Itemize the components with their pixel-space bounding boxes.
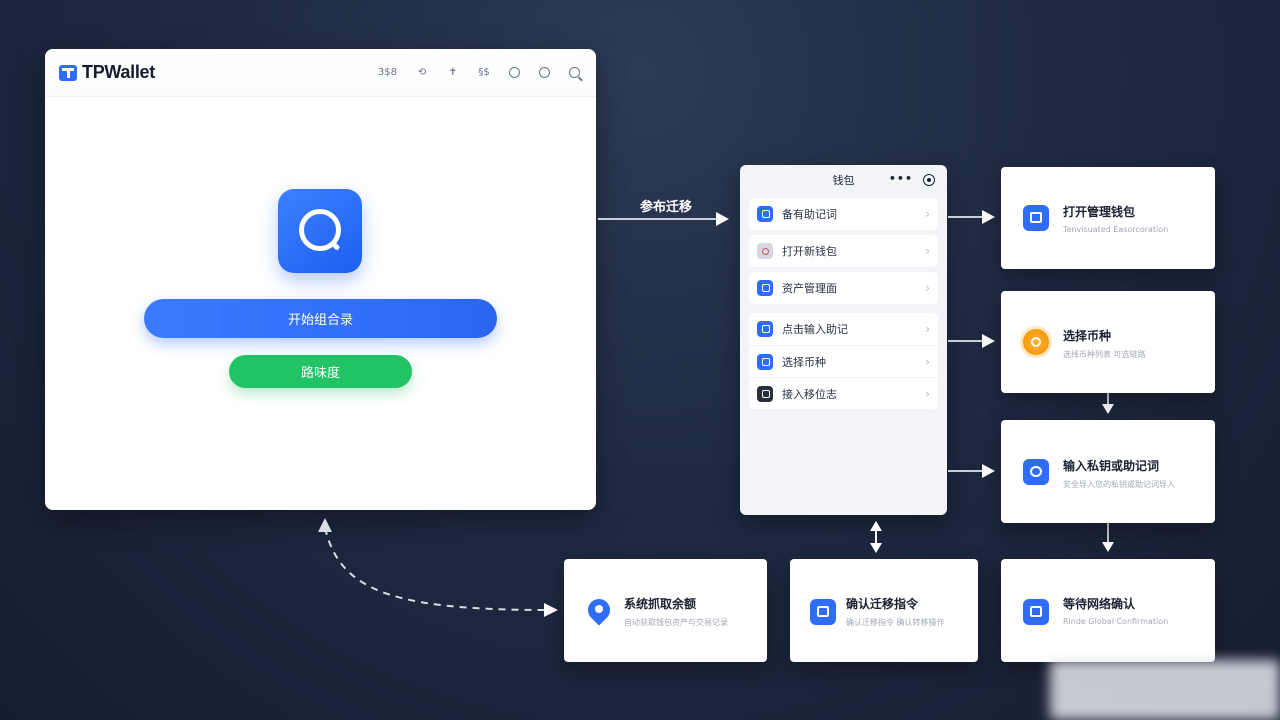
key-icon — [1023, 459, 1049, 485]
secondary-button[interactable]: 路味度 — [229, 355, 412, 388]
toolbar-item-4[interactable]: §$ — [478, 67, 490, 78]
arrow-right-icon — [982, 334, 995, 348]
chevron-right-icon: › — [925, 354, 930, 369]
arrow-right-icon — [982, 210, 995, 224]
list-item[interactable]: 选择币种 › — [749, 345, 938, 377]
logo-tail — [329, 240, 341, 251]
settings-icon[interactable] — [539, 67, 550, 78]
transfer-icon — [757, 385, 773, 402]
card-confirm-migrate[interactable]: 确认迁移指令 确认迁移指令 确认转移操作 — [790, 559, 978, 662]
card-select-coin[interactable]: 选择币种 选择币种列表 可选链路 — [1001, 291, 1215, 393]
dashed-connector — [318, 518, 558, 617]
card-subtitle: 安全导入您的私钥或助记词导入 — [1063, 480, 1175, 489]
phone-header: 钱包 ••• — [740, 165, 947, 195]
more-icon[interactable]: ••• — [888, 172, 913, 185]
list-item-label: 备有助记词 — [782, 208, 837, 221]
arrow-down-icon — [1102, 542, 1114, 552]
brand[interactable]: TPWallet — [59, 62, 155, 83]
main-window: TPWallet 3$8 ⟲ ✝ §$ 开始组合录 路味度 — [45, 49, 596, 510]
connector-line — [875, 530, 877, 544]
app-logo-icon — [278, 189, 362, 273]
card-title: 打开管理钱包 — [1063, 205, 1136, 219]
flow-label: 参布迁移 — [640, 200, 693, 215]
arrow-right-icon — [716, 212, 729, 226]
phone-card-group: 点击输入助记 › 选择币种 › 接入移位志 › — [749, 313, 938, 409]
asset-icon — [757, 280, 773, 296]
refresh-icon[interactable]: ⟲ — [417, 67, 427, 78]
connector-line — [948, 340, 984, 342]
list-item[interactable]: 打开新钱包 › — [749, 235, 938, 267]
card-input-key[interactable]: 输入私钥或助记词 安全导入您的私钥或助记词导入 — [1001, 420, 1215, 523]
card-subtitle: Tenvisuated Easorcoration — [1063, 225, 1169, 234]
logo-ring — [299, 209, 341, 251]
list-item[interactable]: 资产管理面 › — [749, 272, 938, 304]
blurred-watermark — [1050, 660, 1280, 720]
list-item[interactable]: 点击输入助记 › — [749, 313, 938, 345]
list-item-label: 接入移位志 — [782, 387, 837, 401]
cross-icon[interactable]: ✝ — [448, 67, 458, 78]
mnemonic-icon — [757, 206, 773, 222]
card-subtitle: 自动获取钱包资产与交易记录 — [624, 618, 728, 627]
chevron-right-icon: › — [925, 386, 930, 401]
chevron-right-icon: › — [925, 207, 930, 221]
new-wallet-icon — [757, 243, 773, 259]
arrow-up-icon — [870, 521, 882, 531]
phone-panel: 钱包 ••• 备有助记词 › 打开新钱包 › 资产管理面 › 点击输入助记 › — [740, 165, 947, 515]
connector-line — [1107, 523, 1109, 543]
arrow-right-icon — [544, 603, 558, 617]
pin-dot — [595, 605, 603, 613]
circle-icon[interactable] — [509, 67, 520, 78]
confirm-icon — [810, 599, 836, 625]
toolbar-item-1[interactable]: 3$8 — [377, 67, 397, 78]
card-fetch-balance[interactable]: 系统抓取余额 自动获取钱包资产与交易记录 — [564, 559, 767, 662]
start-button[interactable]: 开始组合录 — [144, 299, 497, 338]
network-icon — [1023, 599, 1049, 625]
play-icon — [315, 221, 328, 239]
search-icon[interactable] — [569, 67, 580, 78]
card-wait-network[interactable]: 等待网络确认 Rinde Global Confirmation — [1001, 559, 1215, 662]
chevron-right-icon: › — [925, 281, 930, 295]
list-item[interactable]: 接入移位志 › — [749, 377, 938, 409]
arrow-right-icon — [982, 464, 995, 478]
chevron-right-icon: › — [925, 244, 930, 258]
connector-line — [948, 216, 984, 218]
list-item[interactable]: 备有助记词 › — [749, 198, 938, 230]
phone-card: 资产管理面 › — [749, 272, 938, 304]
list-item-label: 资产管理面 — [782, 282, 837, 295]
card-title: 选择币种 — [1063, 329, 1112, 343]
list-item-label: 选择币种 — [782, 355, 826, 369]
card-title: 等待网络确认 — [1063, 597, 1136, 611]
card-title: 系统抓取余额 — [624, 597, 697, 611]
card-title: 输入私钥或助记词 — [1063, 459, 1160, 473]
target-icon[interactable] — [923, 174, 935, 186]
card-open-manage[interactable]: 打开管理钱包 Tenvisuated Easorcoration — [1001, 167, 1215, 269]
phone-title: 钱包 — [832, 174, 855, 187]
toolbar: 3$8 ⟲ ✝ §$ — [378, 66, 582, 80]
coin-icon — [757, 353, 773, 370]
wallet-icon — [1023, 205, 1049, 231]
list-item-label: 打开新钱包 — [782, 245, 837, 258]
arrow-down-icon — [1102, 404, 1114, 414]
phone-card: 备有助记词 › — [749, 198, 938, 230]
connector-line — [598, 218, 716, 220]
list-item-label: 点击输入助记 — [782, 323, 848, 336]
card-subtitle: 确认迁移指令 确认转移操作 — [846, 618, 945, 627]
window-header: TPWallet 3$8 ⟲ ✝ §$ — [45, 49, 596, 97]
coin-icon — [1023, 329, 1049, 355]
dashed-path — [324, 527, 549, 611]
connector-line — [1107, 393, 1109, 405]
phone-card: 打开新钱包 › — [749, 235, 938, 267]
app-title: TPWallet — [82, 62, 155, 82]
arrow-up-icon — [318, 518, 332, 532]
arrow-down-icon — [870, 543, 882, 553]
import-icon — [757, 321, 773, 337]
card-title: 确认迁移指令 — [846, 597, 919, 611]
card-subtitle: Rinde Global Confirmation — [1063, 617, 1169, 626]
connector-line — [948, 470, 984, 472]
location-pin-icon — [583, 594, 615, 626]
card-subtitle: 选择币种列表 可选链路 — [1063, 350, 1146, 359]
tpwallet-logo-icon — [59, 64, 77, 81]
chevron-right-icon: › — [925, 322, 930, 336]
